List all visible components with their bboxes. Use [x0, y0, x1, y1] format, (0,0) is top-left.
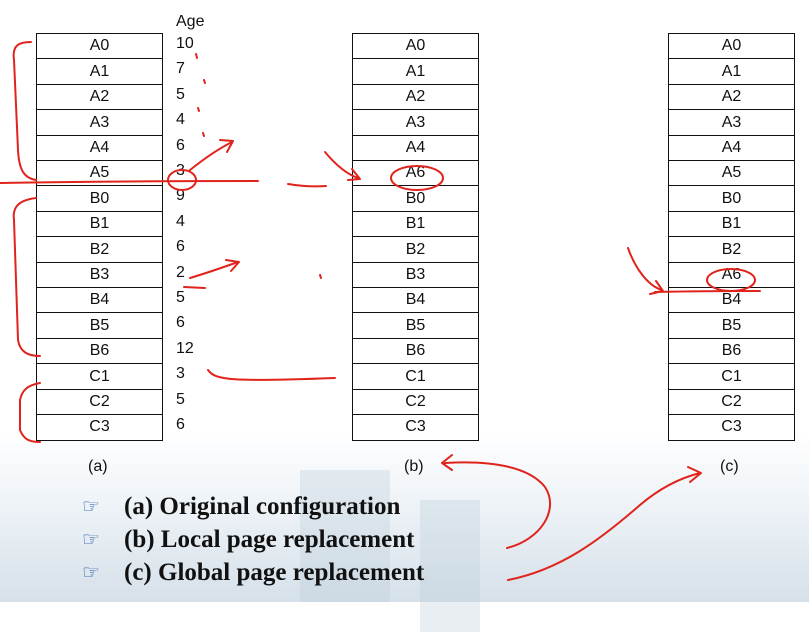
page-cell: B0	[36, 185, 163, 213]
page-cell: B3	[352, 261, 479, 289]
arrowhead	[219, 139, 234, 153]
page-cell: A3	[352, 109, 479, 136]
page-cell: C3	[352, 414, 479, 441]
bullet-text: (b) Local page replacement	[124, 525, 415, 553]
underline-stroke	[183, 286, 206, 289]
arrow-stroke	[189, 261, 239, 279]
page-cell: B6	[352, 337, 479, 365]
age-header: Age	[176, 13, 205, 30]
page-cell: B2	[352, 236, 479, 263]
age-value: 4	[176, 111, 185, 129]
tick-mark	[203, 79, 206, 84]
page-cell: B6	[668, 337, 795, 365]
arrowhead	[225, 259, 240, 272]
bullet-list: ☞ (a) Original configuration ☞ (b) Local…	[82, 490, 424, 589]
age-value: 6	[176, 314, 185, 332]
page-cell: A0	[36, 33, 163, 60]
page-cell: B4	[668, 287, 795, 314]
page-cell: B2	[36, 236, 163, 263]
pointing-hand-icon: ☞	[82, 496, 100, 518]
page-cell: B5	[668, 312, 795, 340]
tick-mark	[197, 107, 200, 112]
page-cell: A2	[352, 83, 479, 111]
page-cell: C3	[36, 414, 163, 441]
age-value: 9	[176, 187, 185, 205]
page-cell: A6	[668, 261, 795, 289]
page-cell: A2	[668, 83, 795, 111]
page-cell: C2	[352, 388, 479, 416]
arrow-stroke	[287, 183, 327, 188]
tick-mark	[195, 53, 198, 59]
age-value: 10	[176, 35, 194, 52]
pointing-hand-icon: ☞	[82, 562, 100, 584]
page-cell: B1	[668, 210, 795, 238]
tick-mark	[319, 274, 322, 279]
page-cell: A1	[668, 58, 795, 86]
arrowhead	[649, 280, 664, 295]
page-cell: A5	[668, 160, 795, 187]
bullet-item: ☞ (b) Local page replacement	[82, 523, 424, 556]
page-cell: A3	[36, 109, 163, 136]
age-value: 2	[176, 263, 185, 281]
age-value: 5	[176, 85, 185, 103]
page-cell: B1	[352, 210, 479, 238]
age-value: 4	[176, 212, 185, 230]
bullet-text: (c) Global page replacement	[124, 558, 425, 586]
pointing-hand-icon: ☞	[82, 529, 100, 551]
page-cell: C1	[352, 363, 479, 390]
page-cell: B2	[668, 236, 795, 263]
page-cell: B4	[352, 287, 479, 314]
page-cell: C3	[668, 414, 795, 441]
page-cell: A4	[352, 134, 479, 162]
bullet-item: ☞ (a) Original configuration	[82, 490, 424, 523]
caption-a: (a)	[88, 458, 108, 475]
tick-mark	[202, 132, 205, 137]
background-building	[300, 470, 390, 602]
page-cell: A4	[36, 134, 163, 162]
bullet-item: ☞ (c) Global page replacement	[82, 556, 424, 589]
page-cell: A1	[352, 58, 479, 86]
age-value: 5	[176, 289, 185, 306]
bracket-a-group	[12, 41, 37, 181]
page-cell: A5	[36, 160, 163, 187]
page-cell: B0	[668, 185, 795, 213]
age-value: 6	[176, 238, 185, 256]
caption-b: (b)	[404, 458, 424, 475]
page-cell: C2	[668, 388, 795, 416]
age-value: 7	[176, 60, 185, 78]
bracket-stroke	[207, 369, 336, 381]
bullet-text: (a) Original configuration	[124, 492, 401, 520]
page-cell: B5	[36, 312, 163, 340]
age-value: 12	[176, 339, 194, 357]
page-cell: B5	[352, 312, 479, 340]
caption-c: (c)	[720, 458, 739, 475]
page-cell: A4	[668, 134, 795, 162]
age-value: 5	[176, 390, 185, 408]
page-cell: B0	[352, 185, 479, 213]
arrow-stroke	[189, 141, 233, 171]
page-cell: B4	[36, 287, 163, 314]
page-cell: B3	[36, 261, 163, 289]
page-cell: A0	[352, 33, 479, 60]
page-cell: C1	[668, 363, 795, 390]
age-value: 6	[176, 136, 185, 154]
page-cell: C2	[36, 388, 163, 416]
page-cell: B1	[36, 210, 163, 238]
page-cell: C1	[36, 363, 163, 390]
age-value: 6	[176, 416, 185, 433]
page-cell: A3	[668, 109, 795, 136]
background-building	[420, 500, 480, 632]
page-cell: A2	[36, 83, 163, 111]
page-cell: B6	[36, 337, 163, 365]
age-value: 3	[176, 162, 185, 179]
age-value: 3	[176, 365, 185, 383]
arrow-stroke	[627, 247, 663, 291]
page-cell: A1	[36, 58, 163, 86]
page-cell: A6	[352, 160, 479, 187]
page-cell: A0	[668, 33, 795, 60]
